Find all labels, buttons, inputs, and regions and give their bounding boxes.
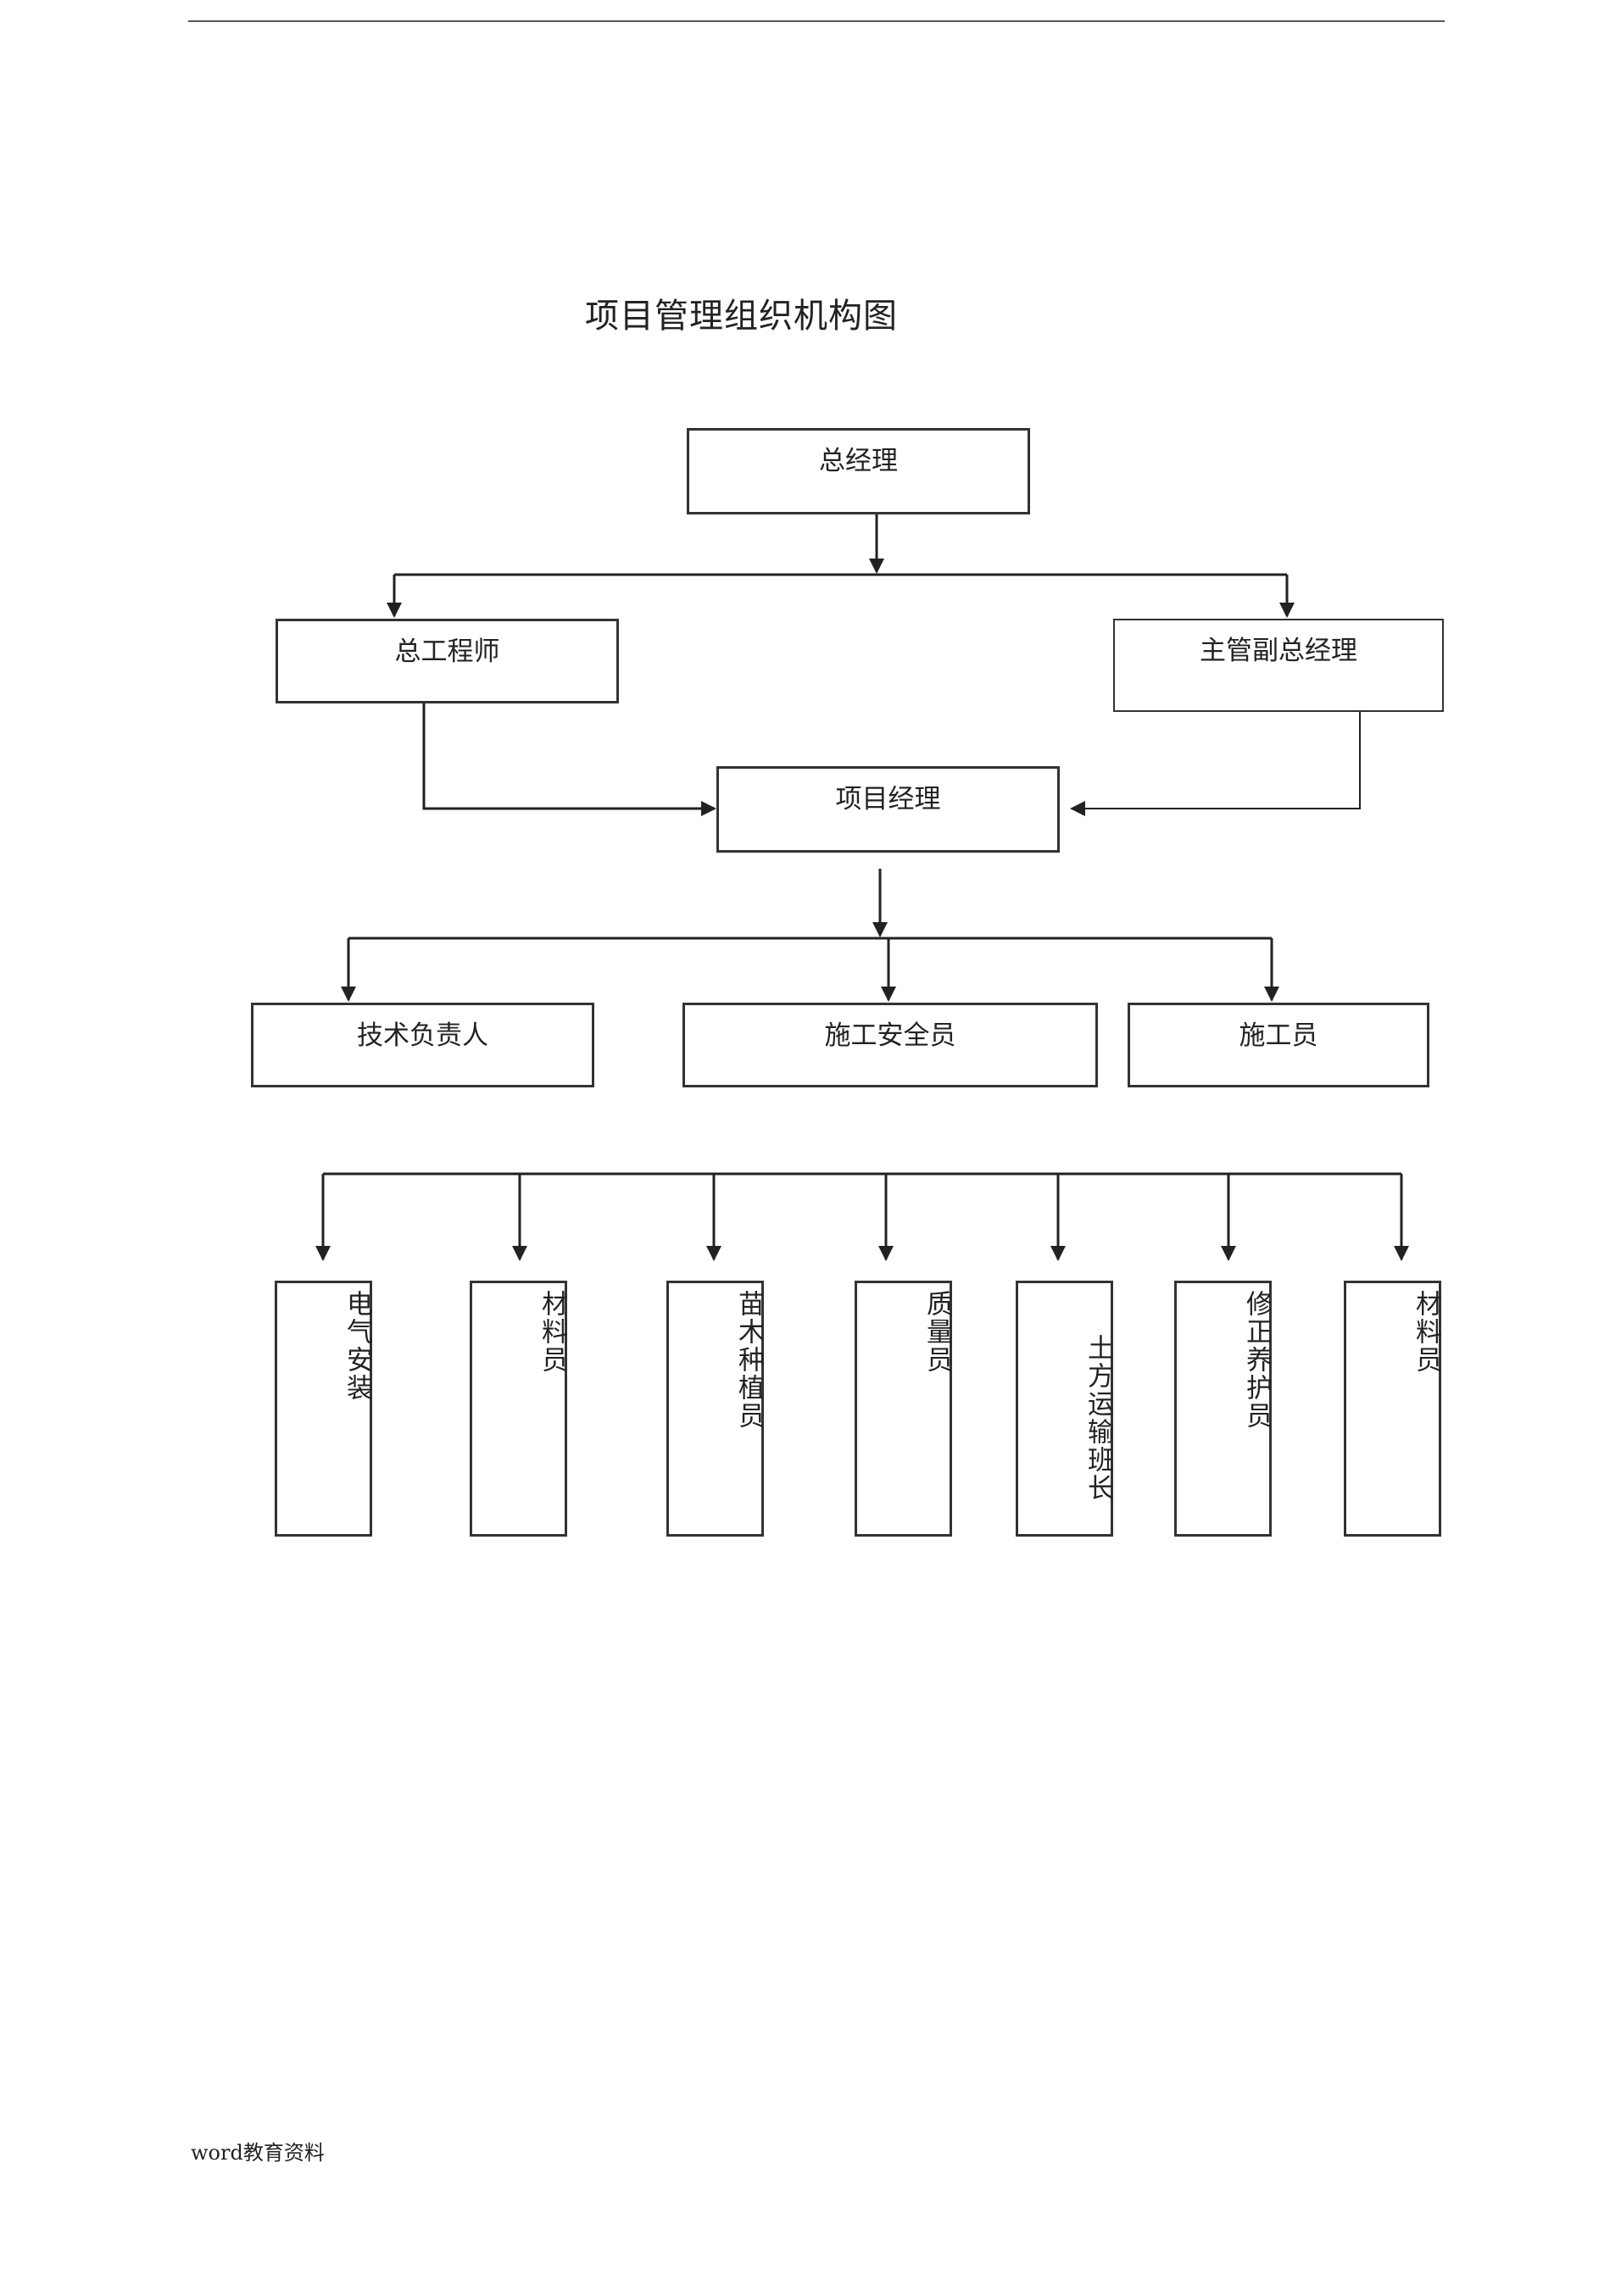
node-label: 主管副总经理: [1200, 636, 1357, 666]
node-tech-lead: 技术负责人: [251, 1003, 594, 1087]
staff-box: 材料员: [470, 1281, 567, 1537]
diagram-title: 项目管理组织机构图: [585, 297, 898, 336]
node-label: 施工员: [1239, 1020, 1318, 1051]
staff-label: 苗木种植员: [733, 1290, 764, 1430]
chief-to-pm-line: [422, 700, 716, 816]
staff-label: 材料员: [537, 1290, 567, 1374]
node-label: 总工程师: [394, 637, 500, 667]
staff-box: 材料员: [1344, 1281, 1441, 1537]
deputy-to-pm-line: [1070, 703, 1361, 816]
header-rule: [188, 20, 1445, 22]
staff-label: 土方运输班长: [1083, 1334, 1113, 1502]
staff-box: 修正养护员: [1174, 1281, 1272, 1537]
staff-box: 苗木种植员: [666, 1281, 764, 1537]
footer-text: word教育资料: [191, 2141, 325, 2165]
staff-label: 修正养护员: [1241, 1290, 1272, 1430]
node-label: 总经理: [819, 446, 898, 476]
node-constructor: 施工员: [1128, 1003, 1429, 1087]
staff-label: 电气安装: [342, 1290, 372, 1402]
node-chief-engineer: 总工程师: [276, 619, 619, 703]
staff-box: 质量员: [855, 1281, 952, 1537]
staff-label: 材料员: [1411, 1290, 1441, 1374]
node-label: 技术负责人: [357, 1020, 488, 1051]
node-safety-officer: 施工安全员: [682, 1003, 1098, 1087]
node-project-manager: 项目经理: [716, 766, 1060, 853]
staff-label: 质量员: [922, 1290, 952, 1374]
node-label: 项目经理: [835, 784, 941, 814]
staff-box: 土方运输班长: [1016, 1281, 1113, 1537]
node-deputy-gm: 主管副总经理: [1113, 619, 1444, 712]
node-general-manager: 总经理: [687, 428, 1030, 514]
node-label: 施工安全员: [824, 1020, 956, 1051]
staff-box: 电气安装: [275, 1281, 372, 1537]
